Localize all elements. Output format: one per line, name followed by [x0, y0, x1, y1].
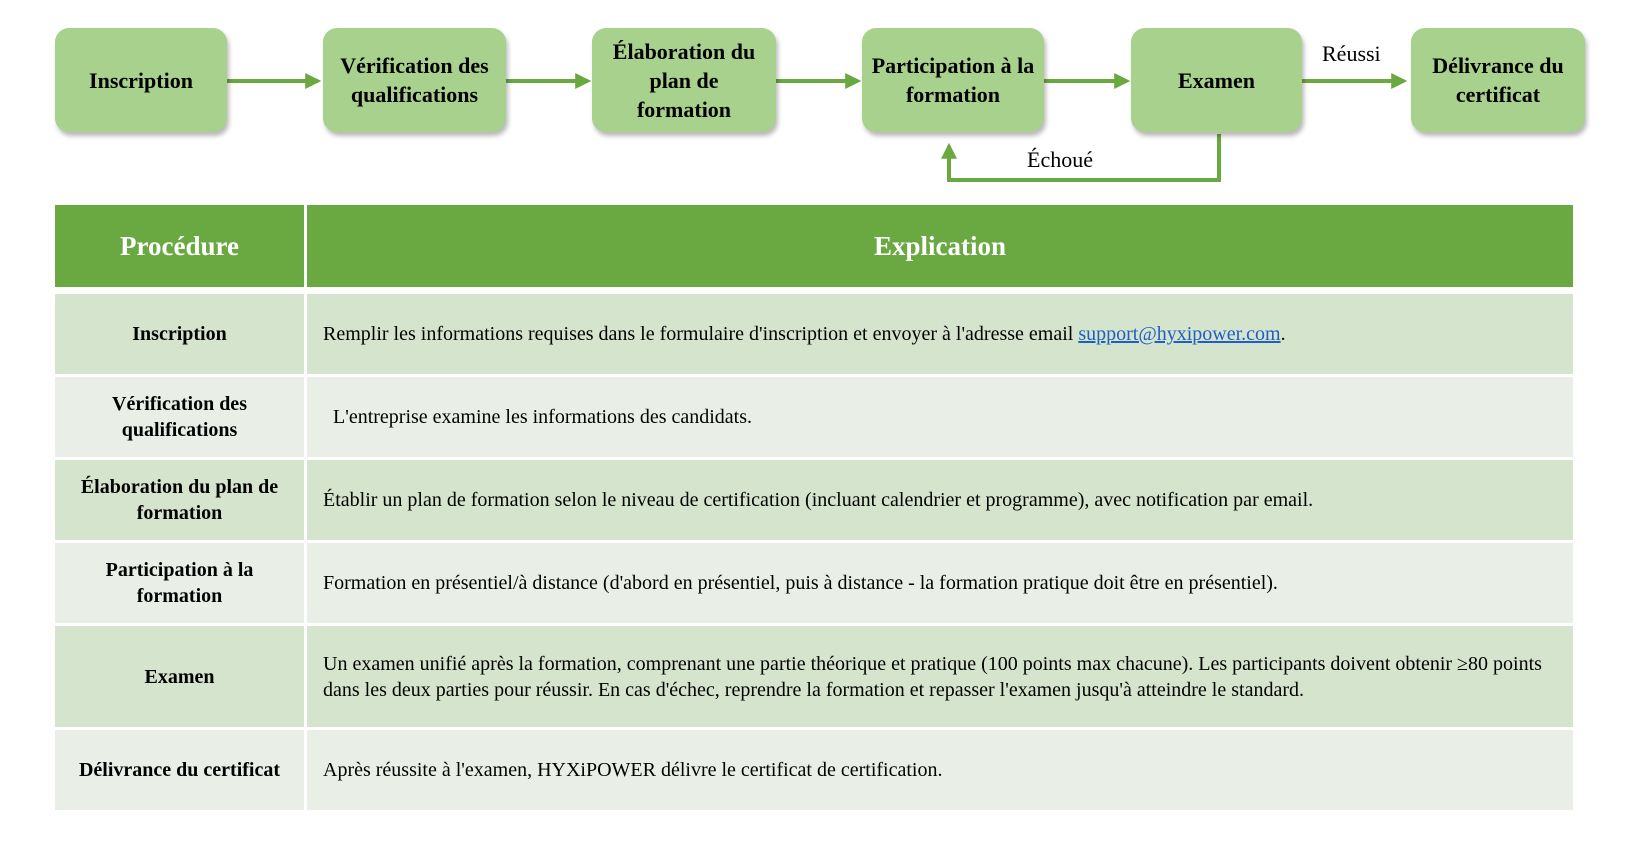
table-row: Élaboration du plan de formation Établir… — [55, 457, 1573, 540]
explication-suffix: . — [1280, 323, 1286, 345]
explication-cell: Un examen unifié après la formation, com… — [307, 623, 1573, 727]
table-header-row: Procédure Explication — [55, 205, 1573, 287]
explication-cell: Remplir les informations requises dans l… — [307, 287, 1573, 374]
procedure-cell: Vérification des qualifications — [55, 374, 307, 457]
explication-cell: L'entreprise examine les informations de… — [307, 374, 1573, 457]
table-row: Examen Un examen unifié après la formati… — [55, 623, 1573, 727]
email-link[interactable]: support@hyxipower.com — [1078, 323, 1281, 345]
explication-cell: Formation en présentiel/à distance (d'ab… — [307, 540, 1573, 623]
flow-step-inscription: Inscription — [55, 28, 227, 132]
procedure-table: Procédure Explication Inscription Rempli… — [55, 205, 1573, 810]
process-flowchart: Inscription Vérification des qualificati… — [0, 0, 1641, 200]
header-explication: Explication — [307, 205, 1573, 287]
header-procedure: Procédure — [55, 205, 307, 287]
flow-step-elaboration: Élaboration du plan de formation — [592, 28, 776, 132]
pass-label: Réussi — [1322, 41, 1381, 66]
procedure-cell: Inscription — [55, 287, 307, 374]
flow-connectors — [227, 73, 1408, 182]
procedure-cell: Examen — [55, 623, 307, 727]
flow-step-verification: Vérification des qualifications — [323, 28, 506, 132]
procedure-cell: Délivrance du certificat — [55, 727, 307, 810]
explication-text: Remplir les informations requises dans l… — [323, 323, 1079, 345]
flow-step-participation: Participation à la formation — [862, 28, 1044, 132]
procedure-cell: Élaboration du plan de formation — [55, 457, 307, 540]
flow-step-examen: Examen — [1131, 28, 1302, 132]
table-row: Délivrance du certificat Après réussite … — [55, 727, 1573, 810]
fail-label: Échoué — [1027, 147, 1093, 172]
explication-cell: Après réussite à l'examen, HYXiPOWER dél… — [307, 727, 1573, 810]
table-row: Inscription Remplir les informations req… — [55, 287, 1573, 374]
table-row: Participation à la formation Formation e… — [55, 540, 1573, 623]
flow-step-delivrance: Délivrance du certificat — [1411, 28, 1585, 132]
procedure-cell: Participation à la formation — [55, 540, 307, 623]
explication-cell: Établir un plan de formation selon le ni… — [307, 457, 1573, 540]
arrow-examen-fail-loop — [941, 134, 1221, 182]
table-row: Vérification des qualifications L'entrep… — [55, 374, 1573, 457]
